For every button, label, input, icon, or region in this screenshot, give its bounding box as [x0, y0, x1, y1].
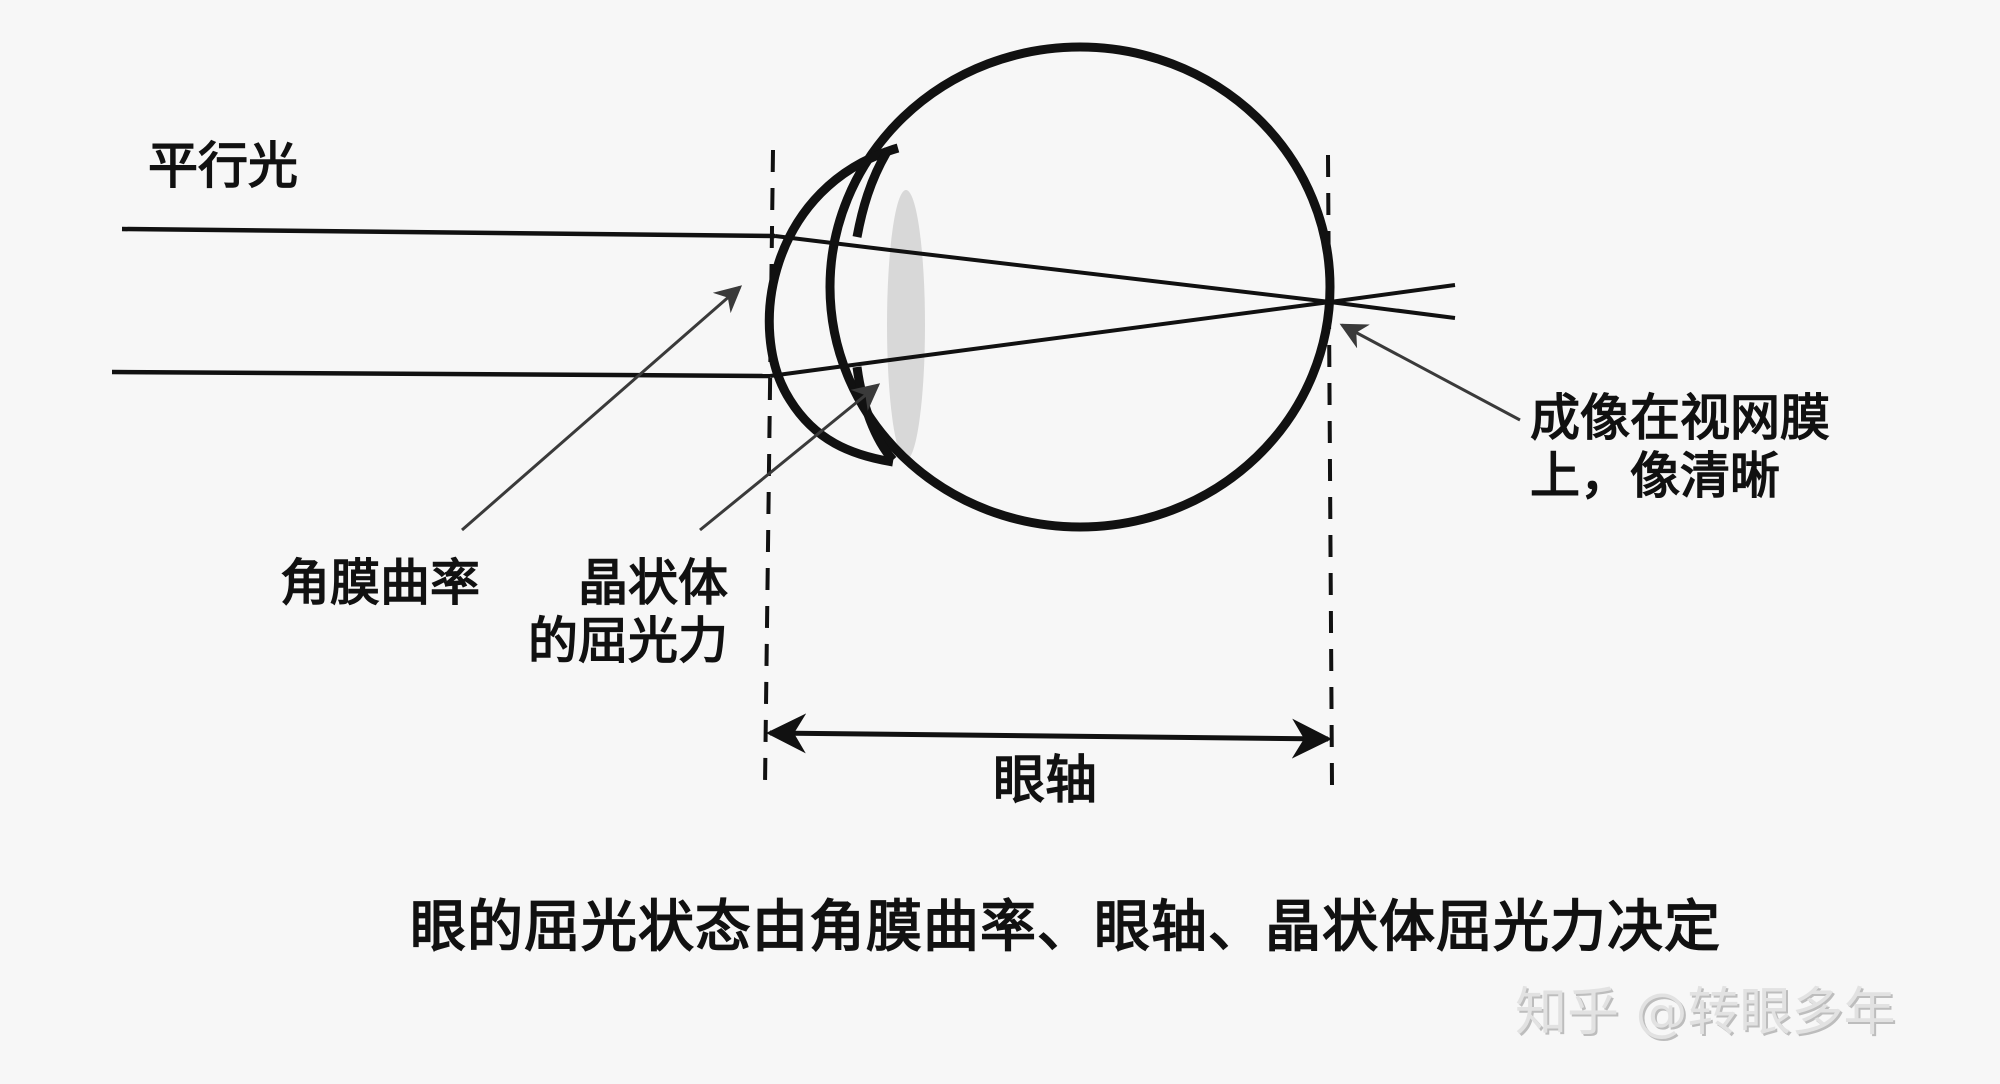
- retina-image-label: 成像在视网膜 上，像清晰: [1530, 389, 1830, 505]
- iris-lower: [852, 366, 897, 464]
- light-ray-lower-outside: [111, 369, 771, 379]
- cornea: [764, 143, 900, 467]
- light-ray-upper-refracted: [774, 234, 1456, 320]
- light-ray-upper-outside: [121, 226, 776, 239]
- axial-length-label: 眼轴: [993, 751, 1098, 811]
- crystalline-lens: [887, 190, 925, 460]
- watermark: 知乎 @转眼多年: [1515, 983, 1896, 1043]
- retina-label-line2: 上，像清晰: [1530, 446, 1780, 505]
- lens-label-line1: 晶状体: [578, 554, 728, 612]
- cornea-curvature-label: 角膜曲率: [280, 554, 480, 612]
- lens-label-line2: 的屈光力: [528, 611, 728, 670]
- front-dashed-line: [763, 149, 775, 786]
- iris-upper: [852, 147, 892, 238]
- lens-pointer-arrow: [699, 383, 881, 532]
- lens-power-label: 晶状体 的屈光力: [528, 554, 728, 670]
- diagram-caption: 眼的屈光状态由角膜曲率、眼轴、晶状体屈光力决定: [410, 895, 1721, 960]
- axial-length-arrow: [766, 713, 1332, 759]
- light-ray-lower-refracted: [769, 283, 1456, 378]
- cornea-pointer-arrow: [461, 285, 743, 532]
- retina-pointer-arrow: [1339, 323, 1521, 422]
- back-dashed-line: [1326, 154, 1334, 786]
- parallel-light-label: 平行光: [148, 137, 298, 195]
- retina-label-line1: 成像在视网膜: [1530, 389, 1830, 447]
- eyeball: [825, 42, 1335, 532]
